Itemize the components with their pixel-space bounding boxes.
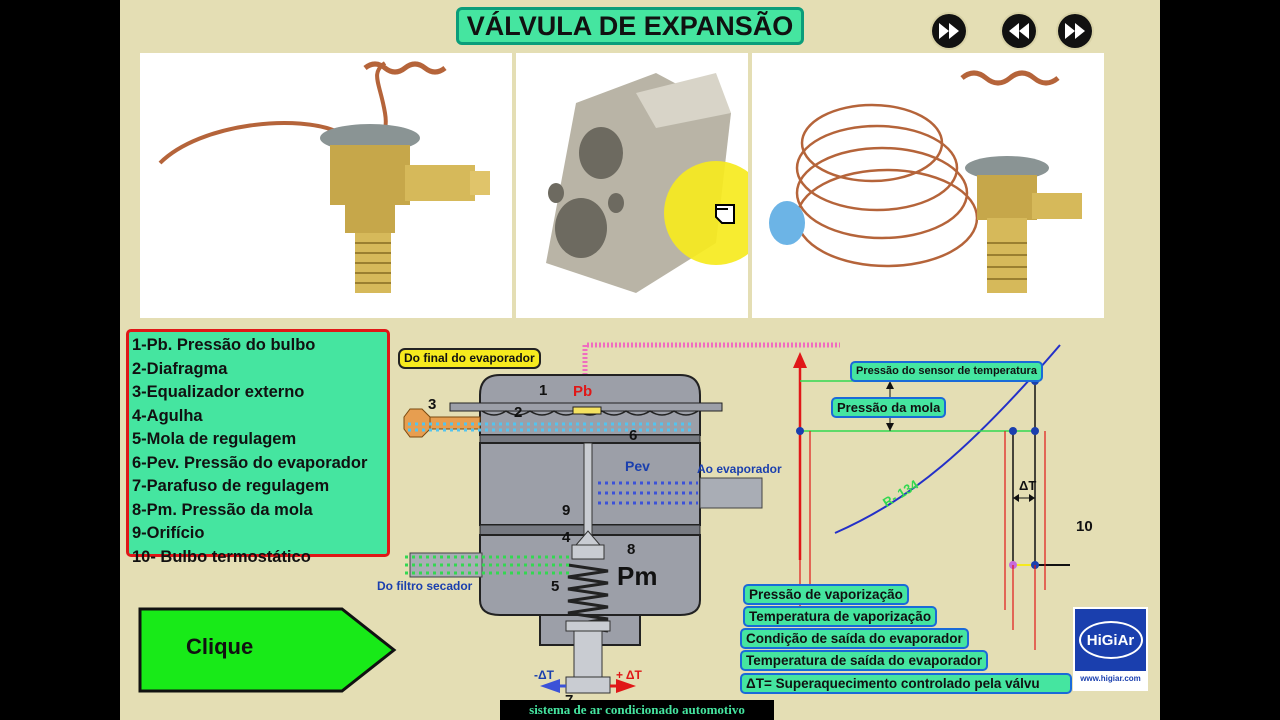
pev-label: Pev [625,458,650,474]
legend-item: 2-Diafragma [132,359,228,378]
clique-label[interactable]: Clique [186,634,254,659]
to-evaporator-label: Ao evaporador [697,462,782,476]
num-3: 3 [428,396,437,413]
legend-item: 1-Pb. Pressão do bulbo [132,336,316,354]
logo-url: www.higiar.com [1080,674,1141,683]
legend-item: 10- Bulbo termostático [132,547,311,566]
num-6: 6 [629,427,638,444]
legend-item: 3-Equalizador externo [132,383,305,401]
sensor-pressure-label: Pressão do sensor de temperatura [850,361,1043,382]
vaporization-pressure-box: Pressão de vaporização [743,584,909,605]
pm-label: Pm [617,561,658,591]
vaporization-temperature-box: Temperatura de vaporização [743,606,938,627]
num-2: 2 [514,404,523,421]
higiar-logo: HiGiAr www.higiar.com [1073,607,1148,691]
num-8: 8 [627,541,636,558]
from-filter-label: Do filtro secador [377,579,473,593]
delta-t-label: ΔT [1019,478,1037,493]
page-title: VÁLVULA DE EXPANSÃO [456,7,804,45]
num-10: 10 [1076,518,1093,535]
minus-dt-label: -ΔT [534,668,554,682]
legend-item: 9-Orifício [132,524,205,542]
slide-stage: VÁLVULA DE EXPANSÃO [120,0,1160,720]
from-evaporator-label: Do final do evaporador [398,348,541,369]
valve-photo-3 [752,53,1104,318]
legend-item: 6-Pev. Pressão do evaporador [132,453,368,472]
fast-forward-icon [1065,23,1085,39]
legend-panel: 1-Pb. Pressão do bulbo 2-Diafragma 3-Equal… [126,329,390,566]
spring-pressure-label: Pressão da mola [831,397,947,418]
plus-dt-label: + ΔT [616,668,642,682]
footer-caption: sistema de ar condicionado automotivo [500,700,774,720]
next-button[interactable] [1058,14,1092,48]
evaporator-outlet-temperature-box: Temperatura de saída do evaporador [740,650,989,671]
valve-photo-2 [516,53,768,318]
legend-item: 4-Agulha [132,406,203,425]
pb-label: Pb [573,383,593,400]
num-4: 4 [562,529,571,546]
evaporator-outlet-condition-box: Condição de saída do evaporador [740,628,969,649]
legend-item: 7-Parafuso de regulagem [132,477,330,495]
fast-forward-icon [939,23,959,39]
num-9: 9 [562,502,571,519]
num-5: 5 [551,578,560,595]
forward-button[interactable] [932,14,966,48]
legend-item: 8-Pm. Pressão da mola [132,500,313,519]
rewind-button[interactable] [1002,14,1036,48]
legend-item: 5-Mola de regulagem [132,430,297,448]
superheat-box: ΔT= Superaquecimento controlado pela vál… [740,673,1072,694]
rewind-icon [1009,23,1029,39]
num-1: 1 [539,382,548,399]
valve-photo-1 [140,53,512,318]
valve-cross-section [403,342,840,694]
clique-button[interactable] [138,607,398,693]
